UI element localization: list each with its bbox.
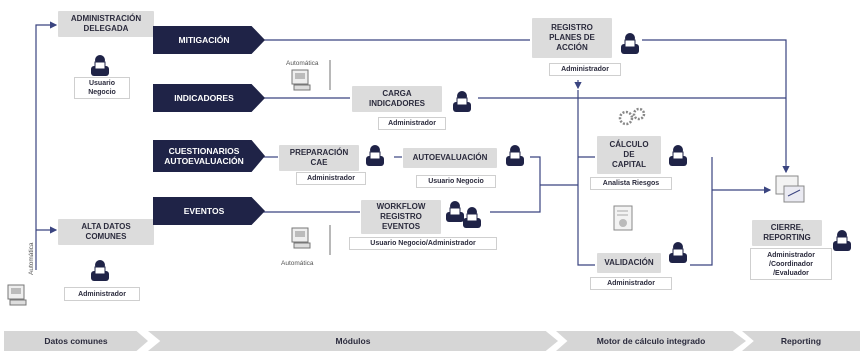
node-cierre-reporting: CIERRE, REPORTING: [752, 220, 822, 246]
person-icons: [91, 33, 851, 281]
module-eventos: EVENTOS: [153, 197, 265, 225]
computer-icon: [291, 227, 311, 249]
label-automatica: Automática: [281, 260, 314, 267]
node-administracion-delegada: ADMINISTRACIÓN DELEGADA: [58, 11, 154, 37]
person-icon: [453, 91, 471, 112]
role-usuario-negocio: Usuario Negocio: [74, 77, 130, 99]
role-administrador: Administrador: [590, 277, 672, 290]
node-carga-indicadores: CARGA INDICADORES: [352, 86, 442, 112]
node-registro-planes-accion: REGISTRO PLANES DE ACCIÓN: [532, 18, 612, 58]
person-icon: [669, 145, 687, 166]
role-usuario-negocio-administrador: Usuario Negocio/Administrador: [349, 237, 497, 250]
label-automatica: Automática: [28, 242, 35, 275]
node-preparacion-cae: PREPARACIÓN CAE: [279, 145, 359, 171]
gears-icon: [618, 107, 646, 126]
phase-reporting: Reporting: [742, 331, 860, 351]
connector-lines: [35, 21, 790, 270]
document-icon: [613, 205, 633, 231]
module-cuestionarios-autoevaluacion: CUESTIONARIOS AUTOEVALUACIÓN: [153, 140, 265, 172]
label-automatica: Automática: [286, 60, 319, 67]
person-icon: [91, 260, 109, 281]
person-icon: [833, 230, 851, 251]
person-icon: [366, 145, 384, 166]
report-icon: [775, 175, 805, 203]
phase-modulos: Módulos: [148, 331, 558, 351]
computer-icon: [291, 69, 311, 91]
role-usuario-negocio: Usuario Negocio: [416, 175, 496, 188]
person-icon: [446, 201, 464, 222]
node-workflow-registro-eventos: WORKFLOW REGISTRO EVENTOS: [361, 200, 441, 234]
module-indicadores: INDICADORES: [153, 84, 265, 112]
computer-icon: [7, 284, 27, 306]
node-autoevaluacion: AUTOEVALUACIÓN: [403, 148, 497, 168]
role-administrador: Administrador: [296, 172, 366, 185]
person-icon: [506, 145, 524, 166]
person-icon: [669, 242, 687, 263]
phase-datos-comunes: Datos comunes: [4, 331, 148, 351]
role-administrador: Administrador: [378, 117, 446, 130]
role-administrador: Administrador: [549, 63, 621, 76]
phase-motor-calculo: Motor de cálculo integrado: [556, 331, 746, 351]
person-icon: [463, 207, 481, 228]
module-mitigacion: MITIGACIÓN: [153, 26, 265, 54]
person-icon: [621, 33, 639, 54]
role-administrador: Administrador: [64, 287, 140, 301]
role-analista-riesgos: Analista Riesgos: [590, 177, 672, 190]
node-calculo-de-capital: CÁLCULO DE CAPITAL: [597, 136, 661, 174]
node-validacion: VALIDACIÓN: [597, 253, 661, 273]
node-alta-datos-comunes: ALTA DATOS COMUNES: [58, 219, 154, 245]
person-icon: [91, 55, 109, 76]
role-administrador-coordinador-evaluador: Administrador /Coordinador /Evaluador: [750, 248, 832, 280]
